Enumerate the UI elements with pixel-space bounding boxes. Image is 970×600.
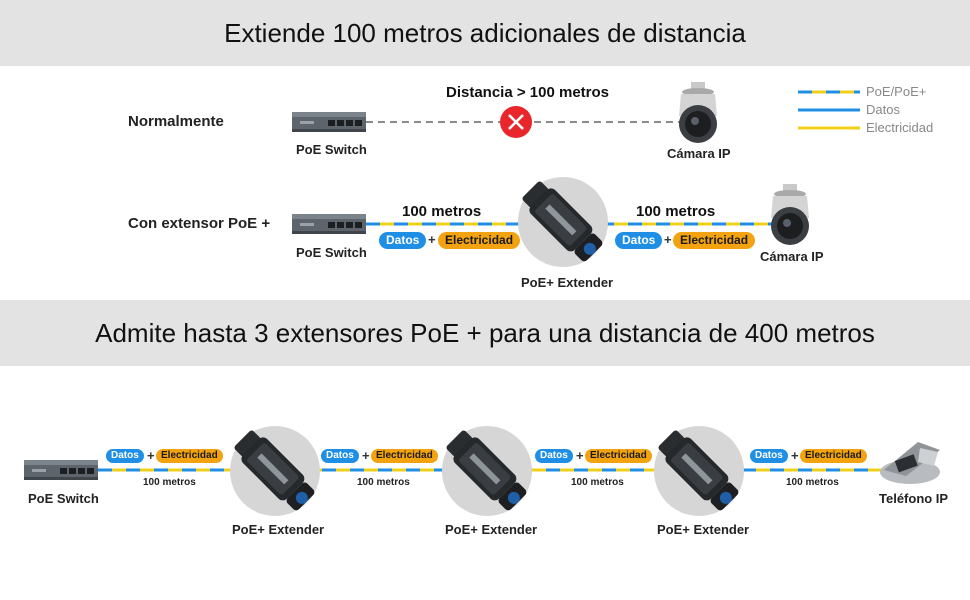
phone-label: Teléfono IP [879,491,948,506]
extender-label: PoE+ Extender [521,275,613,290]
plus-sign: + [791,448,799,463]
plus-sign: + [362,448,370,463]
extender-label: PoE+ Extender [232,522,324,537]
electricidad-badge: Electricidad [673,232,755,249]
plus-sign: + [147,448,155,463]
electricidad-badge: Electricidad [438,232,520,249]
plus-sign: + [664,232,672,247]
switch-label: PoE Switch [296,245,367,260]
error-icon [500,106,532,138]
datos-badge: Datos [615,232,662,249]
poe-switch-icon [292,112,366,132]
poe-switch-icon [24,460,98,480]
ip-camera-icon [771,184,809,245]
segment-distance: 100 metros [357,477,410,488]
datos-badge: Datos [535,449,573,463]
poe-extender-icon [230,426,320,516]
camera-label: Cámara IP [667,146,731,161]
legend-electricidad: Electricidad [866,120,933,135]
poe-extender-icon [654,426,744,516]
datos-badge: Datos [750,449,788,463]
electricidad-badge: Electricidad [371,449,438,463]
camera-label: Cámara IP [760,249,824,264]
plus-sign: + [428,232,436,247]
electricidad-badge: Electricidad [156,449,223,463]
section-title-extend: Extiende 100 metros adicionales de dista… [0,0,970,66]
switch-label: PoE Switch [296,142,367,157]
row-label-with-extender: Con extensor PoE + [128,215,270,232]
segment-distance: 100 metros [571,477,624,488]
electricidad-badge: Electricidad [585,449,652,463]
legend-datos: Datos [866,102,900,117]
segment-distance: 100 metros [786,477,839,488]
extender-label: PoE+ Extender [445,522,537,537]
segment-distance: 100 metros [402,203,481,220]
poe-extender-icon [518,177,608,267]
electricidad-badge: Electricidad [800,449,867,463]
extender-label: PoE+ Extender [657,522,749,537]
switch-label: PoE Switch [28,491,99,506]
distance-note: Distancia > 100 metros [446,84,609,101]
legend-poe: PoE/PoE+ [866,84,926,99]
section-title-max-extenders: Admite hasta 3 extensores PoE + para una… [0,300,970,366]
poe-switch-icon [292,214,366,234]
datos-badge: Datos [321,449,359,463]
segment-distance: 100 metros [143,477,196,488]
plus-sign: + [576,448,584,463]
row-label-normal: Normalmente [128,113,224,130]
datos-badge: Datos [106,449,144,463]
ip-camera-icon [679,82,717,143]
datos-badge: Datos [379,232,426,249]
segment-distance: 100 metros [636,203,715,220]
poe-extender-icon [442,426,532,516]
ip-phone-icon [880,442,940,484]
